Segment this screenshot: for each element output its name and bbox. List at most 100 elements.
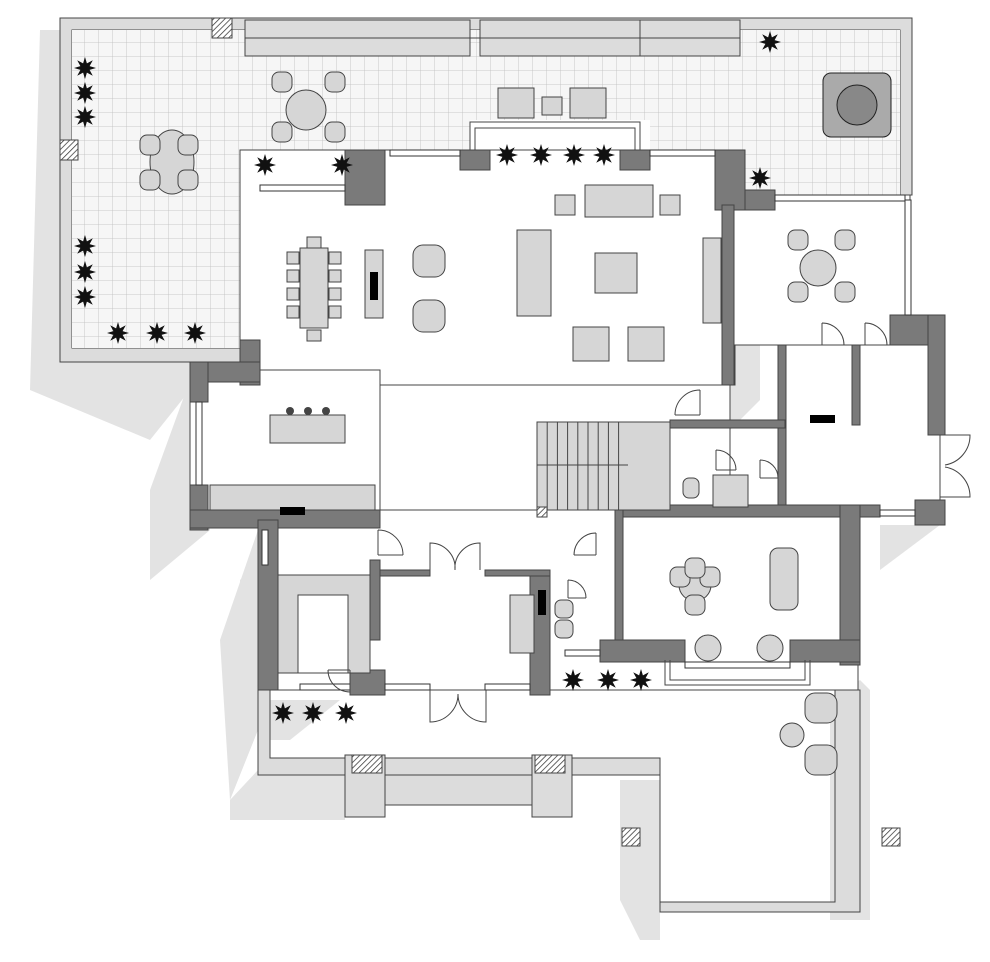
chair [324, 71, 346, 93]
dining-chair [286, 269, 300, 283]
chair [834, 281, 856, 303]
plant-icon [74, 286, 96, 308]
double-door[interactable] [940, 434, 971, 498]
radiator [538, 590, 546, 615]
armchair [572, 326, 610, 362]
armchair [412, 244, 446, 278]
closet-interior [297, 594, 349, 674]
wall [484, 569, 551, 577]
door[interactable] [567, 579, 587, 599]
side-table [659, 194, 681, 216]
upper-terrace [59, 17, 913, 363]
lower-terrace [257, 689, 901, 913]
dining-chair [328, 287, 342, 301]
wall [379, 569, 431, 577]
window [299, 683, 351, 691]
window [389, 149, 461, 157]
window [484, 683, 531, 691]
column [59, 139, 79, 161]
dining-chair [306, 236, 322, 249]
plant-icon [302, 702, 324, 724]
chair [787, 281, 809, 303]
bar-stool [286, 407, 294, 415]
lounge-chair [569, 87, 607, 119]
chair [177, 169, 199, 191]
round-table [285, 89, 327, 131]
round-table [799, 249, 837, 287]
plant-icon [597, 669, 619, 691]
radiator [280, 507, 305, 515]
wall [914, 499, 946, 526]
door[interactable] [674, 389, 701, 416]
plant-icon [254, 154, 276, 176]
lounge-chair [497, 87, 535, 119]
door[interactable] [573, 532, 597, 556]
armchair [756, 634, 784, 662]
column [534, 754, 566, 774]
bay-window [664, 660, 811, 686]
kitchen-island [269, 414, 346, 444]
window [774, 194, 906, 202]
chair [139, 169, 161, 191]
dining-chair [286, 305, 300, 319]
window [684, 661, 791, 669]
wall [744, 189, 776, 211]
radiator [810, 415, 835, 423]
plant-icon [184, 322, 206, 344]
dining-chair [328, 269, 342, 283]
plant-icon [630, 669, 652, 691]
shower [712, 474, 749, 508]
wall [839, 504, 861, 666]
plant-icon [272, 702, 294, 724]
chair [177, 134, 199, 156]
kitchen-counter [209, 484, 376, 511]
plant-icon [593, 144, 615, 166]
double-door[interactable] [429, 690, 487, 723]
wall [344, 149, 386, 206]
dining-chair [328, 251, 342, 265]
armchair [627, 326, 665, 362]
wall [189, 361, 209, 403]
window [879, 509, 916, 517]
wall [349, 669, 386, 696]
door[interactable] [715, 449, 737, 471]
wall [459, 149, 491, 171]
plant-icon [74, 57, 96, 79]
sideboard [702, 237, 722, 324]
column [351, 754, 383, 774]
armchair [694, 634, 722, 662]
desk [769, 547, 799, 611]
wall [669, 419, 786, 429]
sofa [584, 184, 654, 218]
chair [684, 557, 706, 579]
bench [509, 594, 535, 654]
plant-icon [563, 144, 585, 166]
double-door[interactable] [429, 542, 481, 571]
armchair [804, 692, 838, 724]
wall [599, 639, 686, 663]
column [536, 506, 548, 518]
door[interactable] [864, 322, 888, 346]
dining-chair [286, 251, 300, 265]
wall [789, 639, 861, 663]
chair [271, 121, 293, 143]
plant-icon [74, 235, 96, 257]
wall [721, 204, 735, 386]
door[interactable] [327, 669, 351, 693]
generated-elements [74, 31, 971, 724]
plant-icon [107, 322, 129, 344]
door[interactable] [821, 322, 845, 346]
window [259, 184, 346, 192]
plant-icon [74, 106, 96, 128]
plant-icon [530, 144, 552, 166]
wall [619, 149, 651, 171]
staircase[interactable] [536, 421, 671, 511]
bar-stool [322, 407, 330, 415]
plant-icon [146, 322, 168, 344]
wall [927, 314, 946, 436]
door[interactable] [759, 459, 779, 479]
column [621, 827, 641, 847]
chair [271, 71, 293, 93]
door[interactable] [377, 529, 404, 556]
